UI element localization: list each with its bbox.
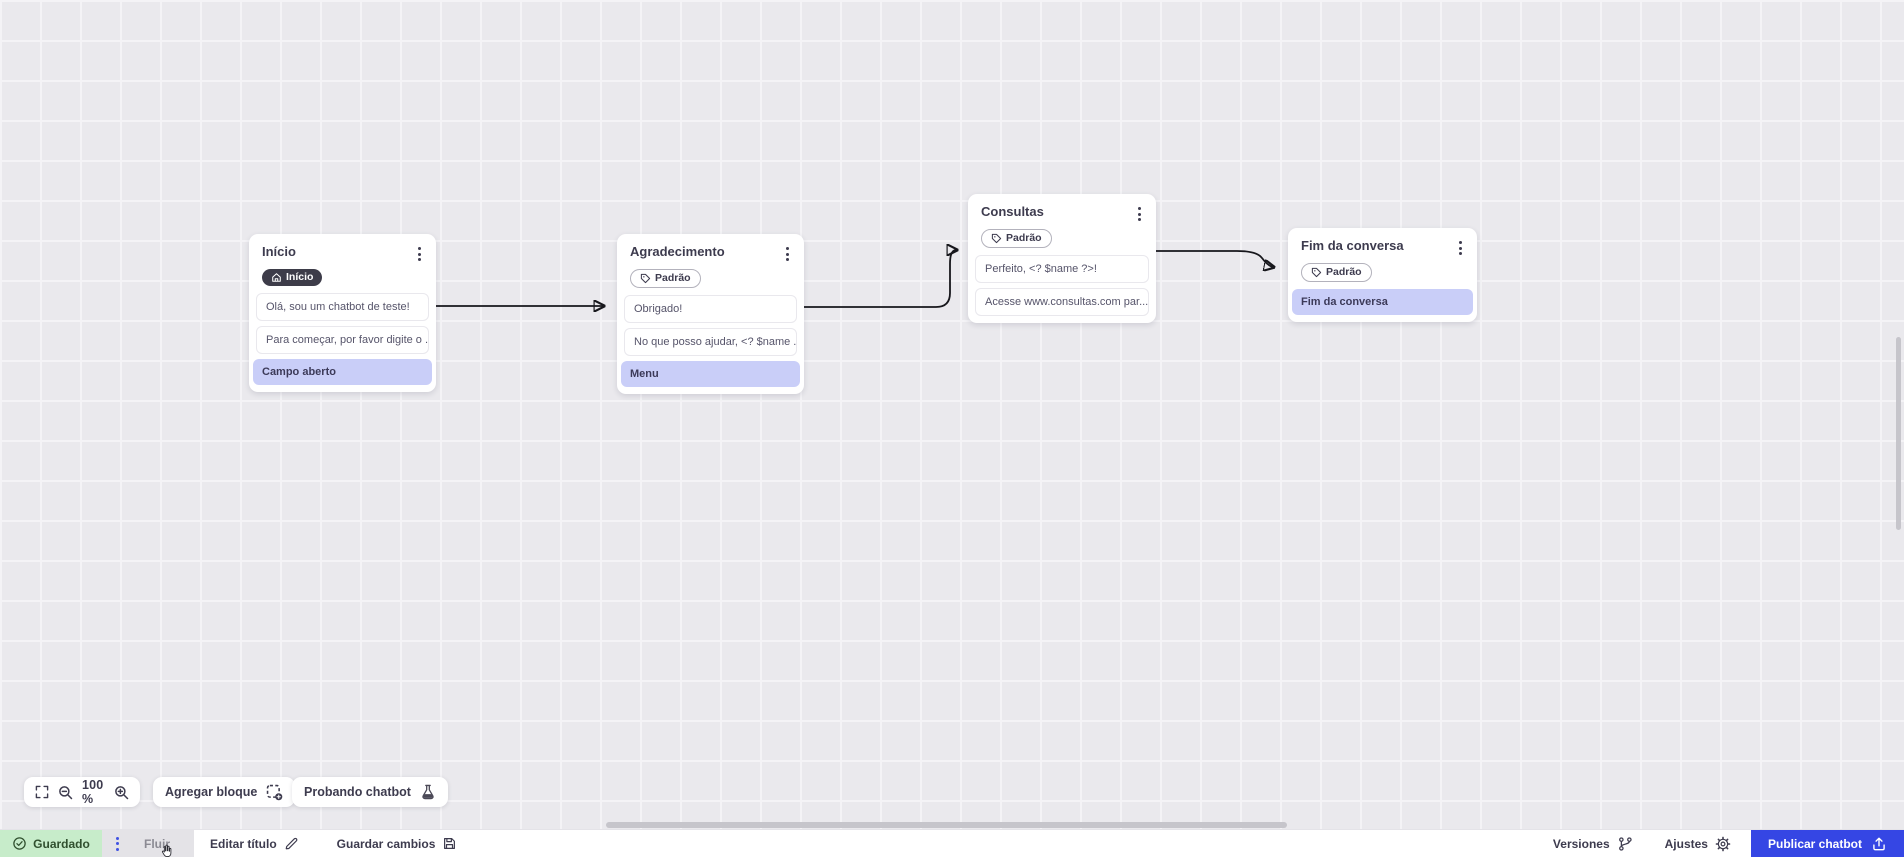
flow-node-fim-da-conversa[interactable]: Fim da conversa Padrão Fim da conversa [1288,228,1477,322]
node-menu-icon[interactable] [1453,238,1468,258]
pencil-icon [285,837,298,850]
flow-node-inicio[interactable]: Início Início Olá, sou um chatbot de tes… [249,234,436,392]
node-message[interactable]: Obrigado! [624,295,797,323]
save-changes-button[interactable]: Guardar cambios [331,830,464,857]
test-chatbot-button[interactable]: Probando chatbot [292,777,448,807]
zoom-level: 100 % [82,778,104,806]
node-message[interactable]: Perfeito, <? $name ?>! [975,255,1149,283]
zoom-controls: 100 % [24,777,140,807]
node-menu-icon[interactable] [780,244,795,264]
tag-icon [991,233,1002,244]
zoom-out-icon[interactable] [58,785,73,800]
node-title: Início [262,244,296,259]
node-action-block[interactable]: Fim da conversa [1292,289,1473,315]
node-title: Agradecimento [630,244,725,259]
node-menu-icon[interactable] [1132,204,1147,224]
git-branch-icon [1618,836,1632,851]
settings-button[interactable]: Ajustes [1659,830,1737,857]
add-block-icon [267,784,283,800]
vertical-scrollbar[interactable] [1896,337,1901,530]
node-title: Consultas [981,204,1044,219]
node-message[interactable]: Olá, sou um chatbot de teste! [256,293,429,321]
fit-screen-icon[interactable] [35,785,49,799]
fluir-label[interactable]: Fluir [144,836,170,851]
tag-icon [640,273,651,284]
check-circle-icon [13,837,26,850]
node-action-block[interactable]: Campo aberto [253,359,432,385]
horizontal-scrollbar[interactable] [606,822,1287,828]
node-type-badge: Início [262,269,323,286]
add-block-button[interactable]: Agregar bloque [153,777,296,807]
publish-chatbot-button[interactable]: Publicar chatbot [1750,830,1904,857]
drag-handle-icon[interactable] [114,835,121,853]
node-type-badge: Padrão [1301,263,1372,282]
home-icon [272,273,281,282]
node-menu-icon[interactable] [412,244,427,264]
edit-title-button[interactable]: Editar título [204,830,305,857]
flow-node-agradecimento[interactable]: Agradecimento Padrão Obrigado! No que po… [617,234,804,394]
status-bar: Guardado Fluir Editar título Guardar cam… [0,829,1904,857]
node-type-badge: Padrão [981,229,1052,248]
node-message[interactable]: Acesse www.consultas.com par... [975,288,1149,316]
node-action-block[interactable]: Menu [621,361,800,387]
edge-consultas-fim [1155,250,1273,267]
saved-status-badge: Guardado [0,830,102,857]
test-chatbot-label: Probando chatbot [304,785,411,799]
tab-fluir[interactable]: Fluir [102,830,194,857]
tag-icon [1311,267,1322,278]
node-title: Fim da conversa [1301,238,1404,253]
node-message[interactable]: Para começar, por favor digite o ... [256,326,429,354]
add-block-label: Agregar bloque [165,785,258,799]
flow-node-consultas[interactable]: Consultas Padrão Perfeito, <? $name ?>! … [968,194,1156,323]
edge-agradecimento-consultas [802,250,956,308]
flask-icon [422,784,434,800]
gear-icon [1715,836,1731,851]
node-message[interactable]: No que posso ajudar, <? $name ... [624,328,797,356]
zoom-in-icon[interactable] [114,785,129,800]
save-icon [444,838,456,849]
versions-button[interactable]: Versiones [1547,830,1639,857]
publish-icon [1873,836,1885,850]
node-type-badge: Padrão [630,269,701,288]
